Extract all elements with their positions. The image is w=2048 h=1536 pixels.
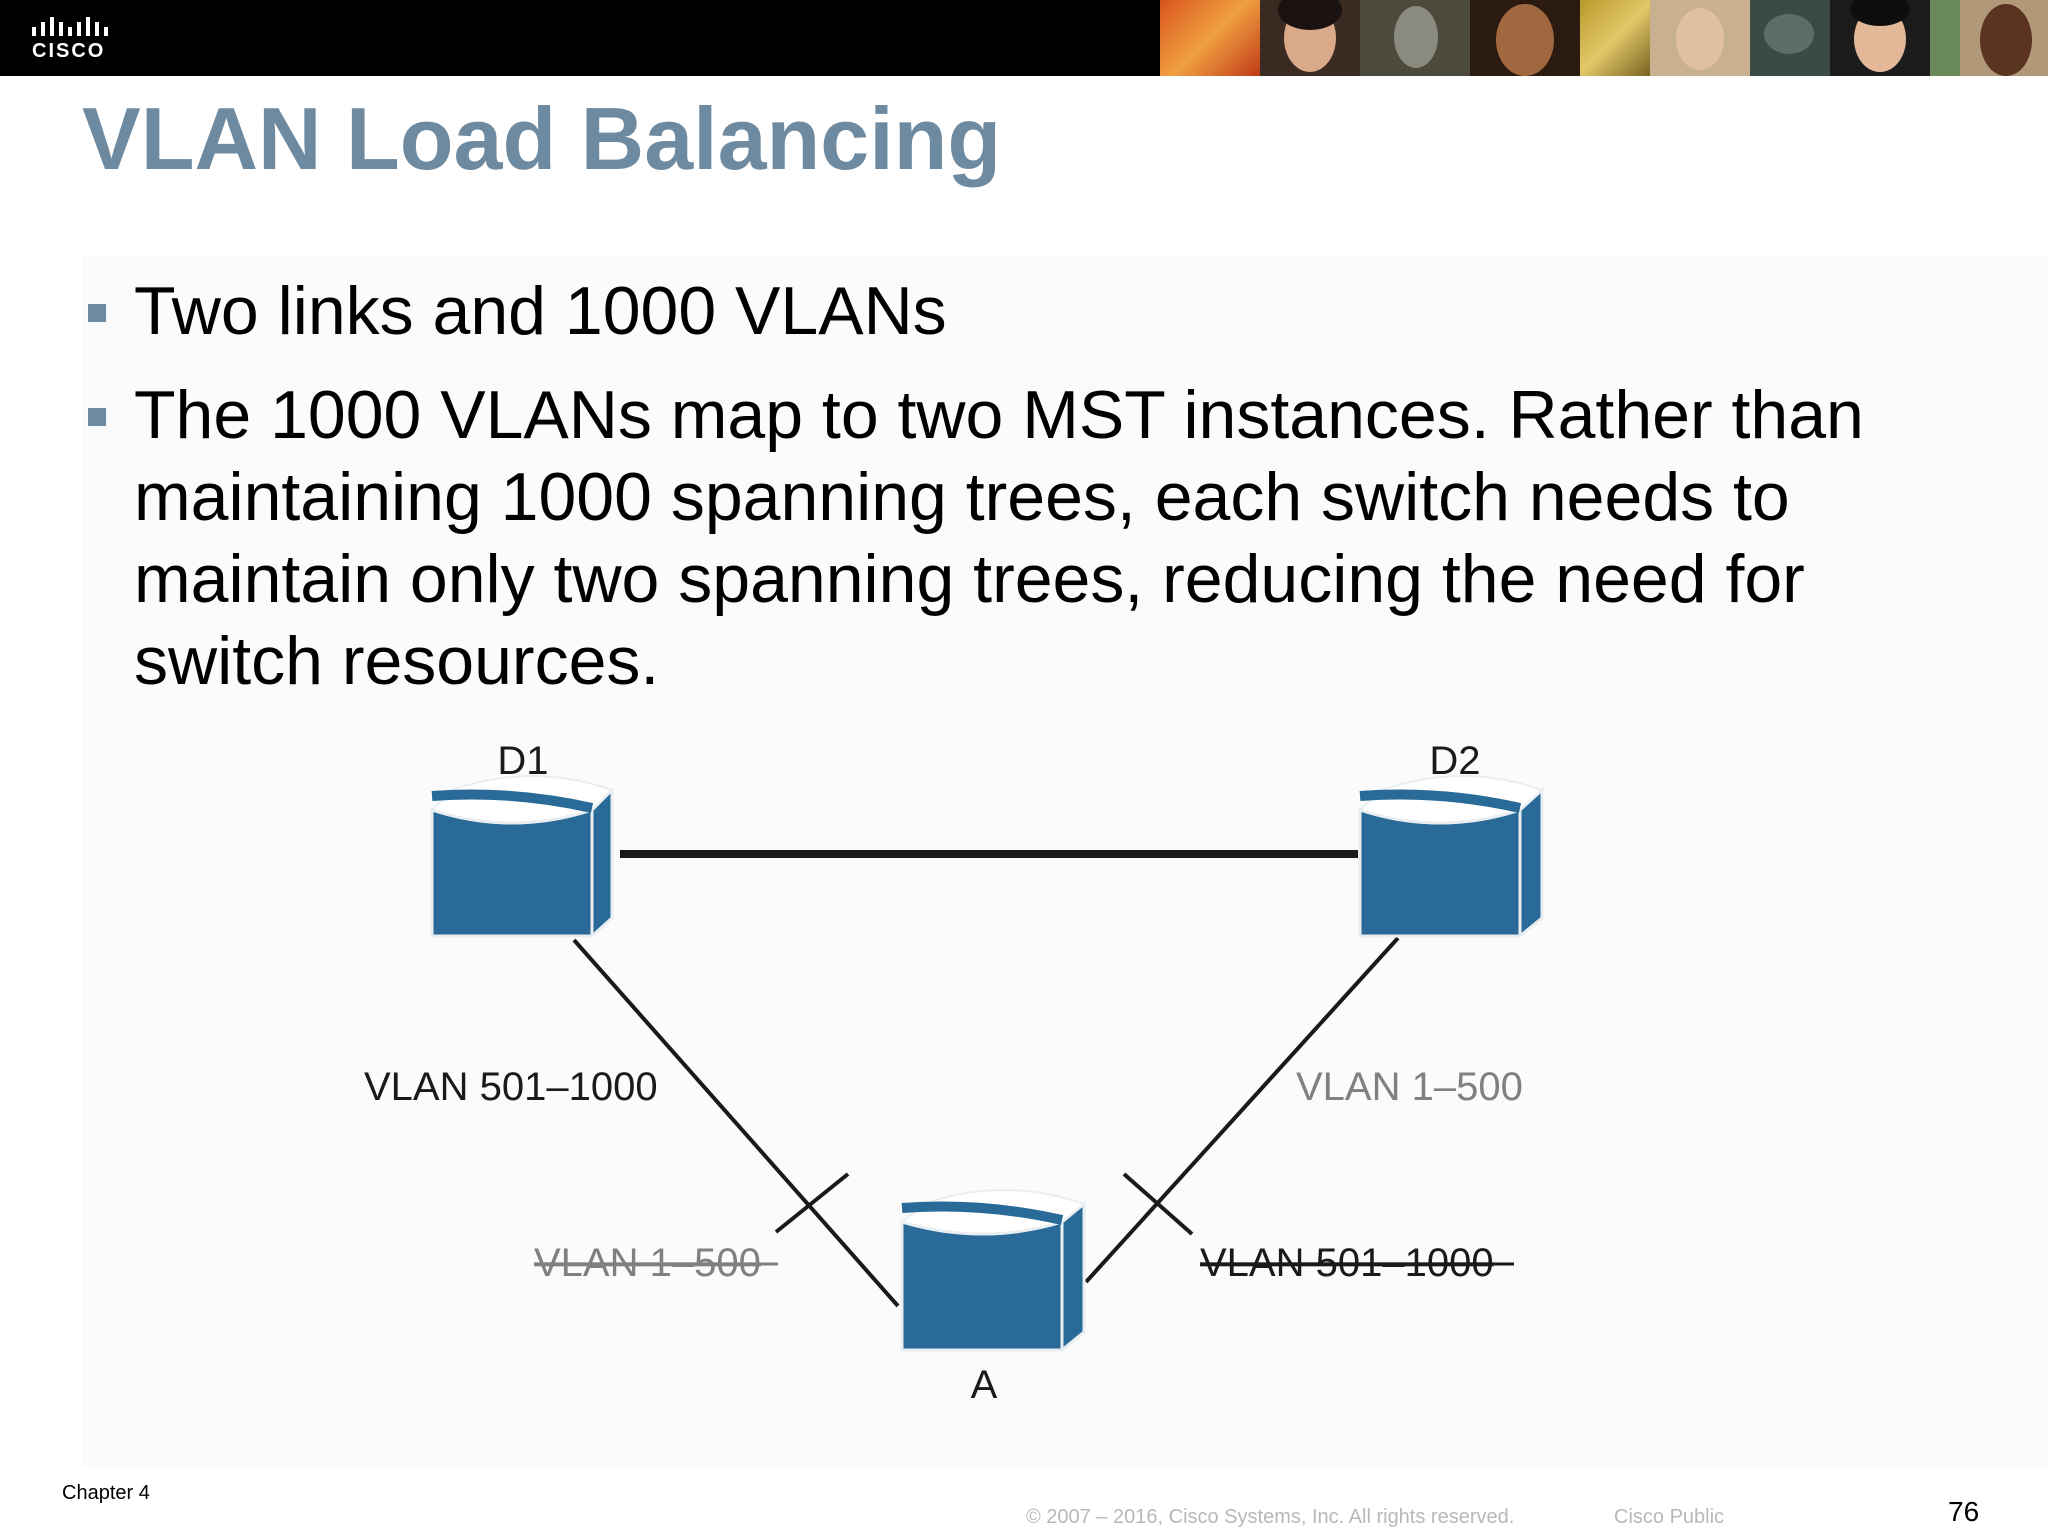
bullet-item: Two links and 1000 VLANs: [84, 270, 1984, 352]
footer-classification: Cisco Public: [1614, 1506, 1725, 1528]
photo-tile: [1260, 0, 1360, 76]
square-bullet-icon: [88, 408, 106, 426]
photo-tile: [1650, 0, 1750, 76]
blocked-port-mark: [774, 1172, 850, 1234]
bullet-list: Two links and 1000 VLANs The 1000 VLANs …: [84, 270, 1984, 724]
cisco-logo: CISCO: [28, 14, 128, 64]
photo-tile: [1160, 0, 1260, 76]
photo-tile: [1750, 0, 1830, 76]
link-d1-a: [572, 938, 900, 1308]
photo-tile: [1930, 0, 1960, 76]
bullet-item: The 1000 VLANs map to two MST instances.…: [84, 374, 1984, 702]
forwarding-vlan-right-label: VLAN 1–500: [1296, 1065, 1523, 1109]
photo-tile: [1360, 0, 1470, 76]
switch-d1-label: D1: [497, 739, 548, 783]
bullet-text: Two links and 1000 VLANs: [134, 273, 947, 349]
header-bar: CISCO: [0, 0, 2048, 76]
photo-tile: [1580, 0, 1650, 76]
slide-title: VLAN Load Balancing: [82, 89, 1002, 188]
switch-d2-icon: [1358, 775, 1544, 938]
cisco-bars-icon: [32, 17, 108, 36]
page-number: 76: [1948, 1496, 1980, 1527]
switch-d2-label: D2: [1429, 739, 1480, 783]
blocked-port-mark: [1122, 1172, 1194, 1236]
switch-a-label: A: [971, 1363, 998, 1407]
header-photo-strip: [1160, 0, 2048, 76]
bullet-text: The 1000 VLANs map to two MST instances.…: [134, 377, 1864, 699]
footer-chapter: Chapter 4: [62, 1482, 150, 1504]
photo-tile: [1470, 0, 1580, 76]
forwarding-vlan-left-label: VLAN 501–1000: [364, 1065, 658, 1109]
switch-d1-icon: [430, 775, 614, 938]
square-bullet-icon: [88, 304, 106, 322]
switch-a-icon: [899, 1189, 1087, 1352]
link-d2-a: [1084, 936, 1400, 1284]
photo-tile: [1830, 0, 1930, 76]
cisco-wordmark: CISCO: [32, 40, 106, 62]
footer-copyright: © 2007 – 2016, Cisco Systems, Inc. All r…: [1026, 1506, 1515, 1528]
photo-tile: [1960, 0, 2048, 76]
